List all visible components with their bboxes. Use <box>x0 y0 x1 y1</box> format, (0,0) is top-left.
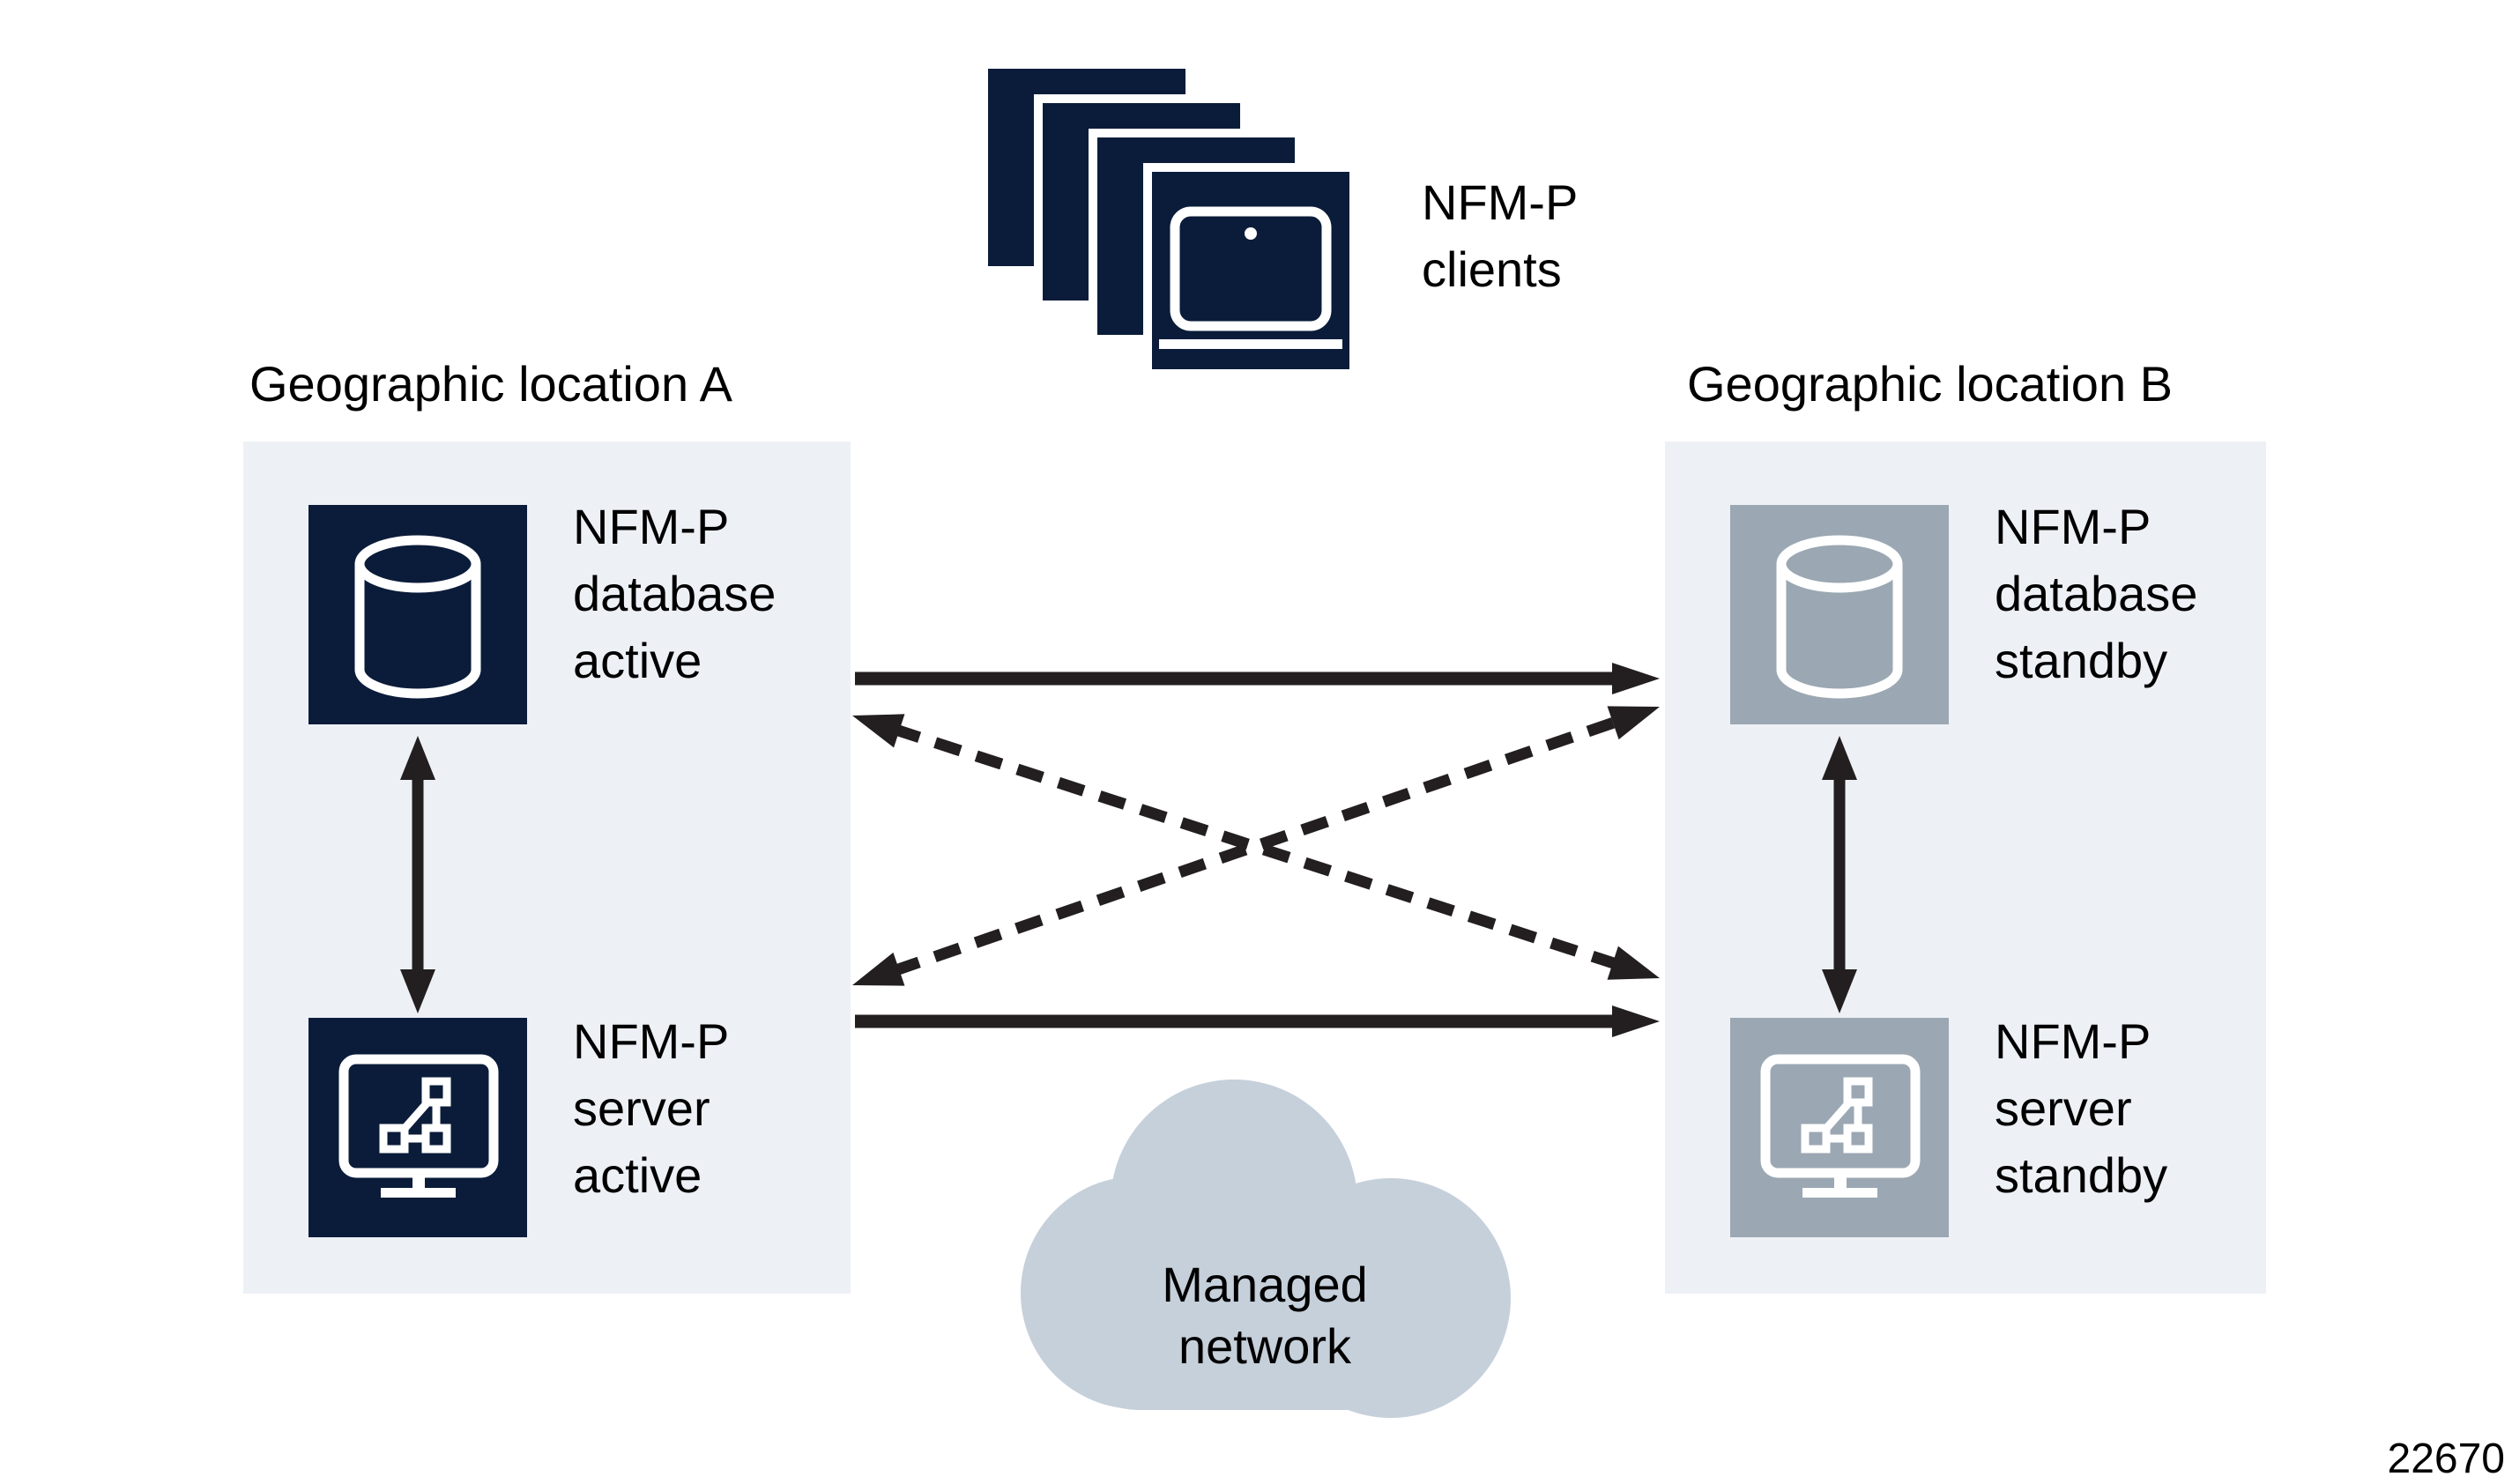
managed-network-cloud: Managed network <box>1014 1062 1516 1419</box>
database-standby-label: NFM-P database standby <box>1995 499 2198 689</box>
location-b-title: Geographic location B <box>1687 356 2174 412</box>
solid-arrow-database-sync <box>855 663 1660 694</box>
server-active-label: NFM-P server active <box>573 1013 730 1204</box>
managed-network-label: Managed network <box>1162 1257 1368 1374</box>
dashed-arrow-cross-2 <box>852 706 1660 986</box>
vertical-sync-arrow-a <box>400 736 435 1013</box>
server-monitor-icon <box>338 1054 499 1198</box>
cloud-shape <box>1021 1080 1511 1418</box>
server-standby-icon-box <box>1730 1018 1949 1237</box>
database-icon <box>354 535 481 699</box>
client-card-front <box>1143 163 1358 378</box>
database-active-label: NFM-P database active <box>573 499 777 689</box>
database-active-icon-box <box>308 505 527 724</box>
database-standby-icon-box <box>1730 505 1949 724</box>
figure-number: 22670 <box>2387 1436 2505 1482</box>
database-icon <box>1776 535 1903 699</box>
server-active-icon-box <box>308 1018 527 1237</box>
clients-label: NFM-P clients <box>1422 174 1579 298</box>
laptop-icon <box>1159 206 1342 349</box>
solid-arrow-server-sync <box>855 1005 1660 1037</box>
server-monitor-icon <box>1760 1054 1921 1198</box>
vertical-sync-arrow-b <box>1822 736 1857 1013</box>
location-a-title: Geographic location A <box>249 356 732 412</box>
server-standby-label: NFM-P server standby <box>1995 1013 2168 1204</box>
dashed-arrow-cross-1 <box>852 714 1660 980</box>
